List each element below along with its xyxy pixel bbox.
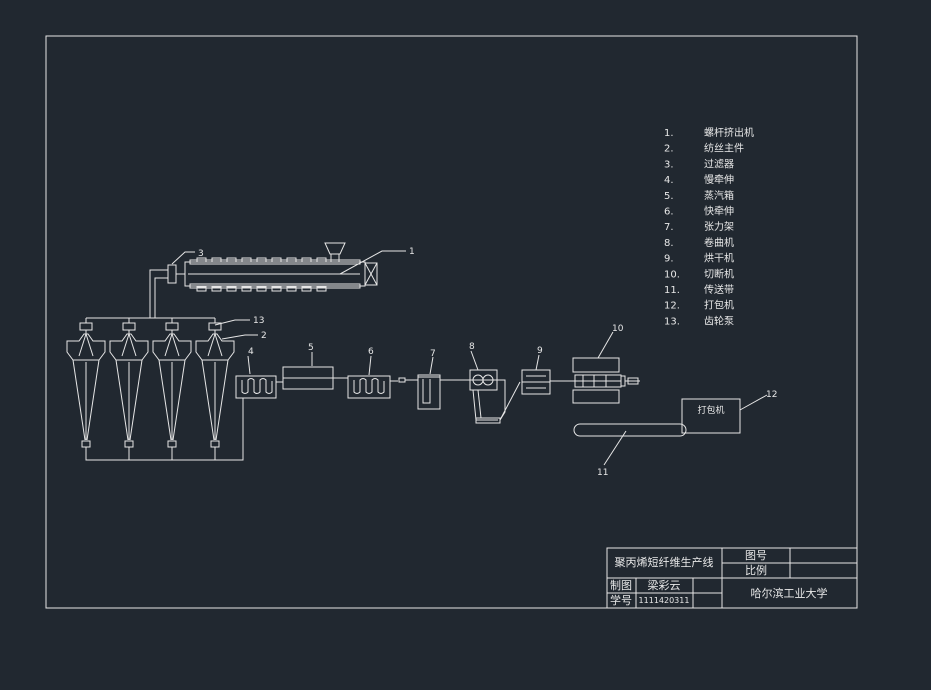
fast-draw-unit bbox=[347, 375, 418, 399]
drawing-title: 聚丙烯短纤维生产线 bbox=[615, 555, 714, 569]
callout-8: 8 bbox=[469, 342, 475, 352]
callout-3: 3 bbox=[198, 249, 204, 259]
slow-draw-unit bbox=[235, 375, 283, 399]
scale-label: 比例 bbox=[745, 563, 767, 577]
drawn-by-label: 制图 bbox=[610, 579, 632, 592]
callout-12: 12 bbox=[766, 390, 777, 400]
callout-5: 5 bbox=[308, 343, 314, 353]
callout-leaders bbox=[171, 250, 768, 466]
drawn-by-name: 梁彩云 bbox=[648, 578, 681, 592]
legend-part-name: 卷曲机 bbox=[704, 236, 734, 249]
student-no-label: 学号 bbox=[610, 593, 632, 607]
callout-10: 10 bbox=[612, 324, 624, 334]
spinning-unit-2 bbox=[109, 322, 149, 448]
legend-part-name: 传送带 bbox=[704, 283, 734, 296]
legend-number: 7. bbox=[664, 222, 674, 233]
legend-part-name: 张力架 bbox=[704, 220, 734, 233]
legend-number: 12. bbox=[664, 301, 680, 312]
title-block: 聚丙烯短纤维生产线 图号 比例 制图 梁彩云 学号 1111420311 哈尔滨… bbox=[606, 547, 858, 609]
spinning-unit-3 bbox=[152, 322, 192, 448]
legend-number: 13. bbox=[664, 316, 680, 327]
legend-part-name: 切断机 bbox=[704, 267, 734, 280]
legend-part-name: 慢牵伸 bbox=[704, 174, 734, 186]
legend-part-name: 蒸汽箱 bbox=[704, 189, 734, 202]
callout-numbers: 1 3 13 2 4 5 6 7 8 9 10 11 12 bbox=[198, 247, 777, 478]
legend-number: 9. bbox=[664, 254, 674, 265]
baler-label: 打包机 bbox=[697, 404, 724, 416]
legend-number: 2. bbox=[664, 144, 674, 155]
callout-9: 9 bbox=[537, 346, 543, 356]
drawing-border bbox=[45, 35, 858, 609]
screw-extruder bbox=[184, 242, 378, 292]
callout-1: 1 bbox=[409, 247, 415, 257]
callout-6: 6 bbox=[368, 347, 374, 357]
legend-number: 5. bbox=[664, 191, 674, 202]
filter bbox=[167, 264, 185, 284]
spinning-unit-1 bbox=[66, 322, 106, 448]
spinning-unit-4 bbox=[195, 322, 235, 448]
legend-number: 1. bbox=[664, 128, 674, 139]
callout-4: 4 bbox=[248, 347, 254, 357]
drawing-no-label: 图号 bbox=[745, 549, 767, 562]
legend-part-name: 过滤器 bbox=[704, 157, 734, 170]
legend-part-name: 纺丝主件 bbox=[704, 142, 744, 155]
cutter bbox=[572, 357, 640, 404]
legend-number: 6. bbox=[664, 207, 674, 218]
steam-box bbox=[282, 366, 348, 390]
legend-number: 4. bbox=[664, 175, 674, 186]
legend-part-name: 打包机 bbox=[704, 299, 734, 312]
callout-2: 2 bbox=[261, 331, 267, 341]
legend-number: 8. bbox=[664, 238, 674, 249]
tow-collector bbox=[85, 398, 244, 461]
parts-legend: 1. 螺杆挤出机 2. 纺丝主件 3. 过滤器 4. 慢牵伸 5. 蒸汽箱 6. 快牵伸 7. 张力架 8.… bbox=[664, 126, 754, 327]
callout-13: 13 bbox=[253, 316, 264, 326]
melt-pipes bbox=[85, 269, 216, 323]
callout-11: 11 bbox=[597, 468, 608, 478]
legend-part-name: 螺杆挤出机 bbox=[704, 126, 754, 139]
tension-stand bbox=[417, 374, 470, 410]
legend-part-name: 快牵伸 bbox=[704, 206, 734, 218]
student-no: 1111420311 bbox=[639, 596, 690, 605]
legend-number: 11. bbox=[664, 285, 680, 296]
conveyor-belt bbox=[573, 423, 687, 437]
crimper bbox=[469, 369, 521, 424]
spinning-units bbox=[66, 322, 235, 448]
callout-7: 7 bbox=[430, 349, 436, 359]
dryer bbox=[521, 369, 575, 395]
institution: 哈尔滨工业大学 bbox=[751, 586, 828, 600]
legend-number: 3. bbox=[664, 159, 674, 170]
legend-part-name: 烘干机 bbox=[704, 252, 734, 265]
baler: 打包机 bbox=[681, 398, 741, 434]
legend-part-name: 齿轮泵 bbox=[704, 314, 734, 327]
legend-number: 10. bbox=[664, 269, 680, 280]
